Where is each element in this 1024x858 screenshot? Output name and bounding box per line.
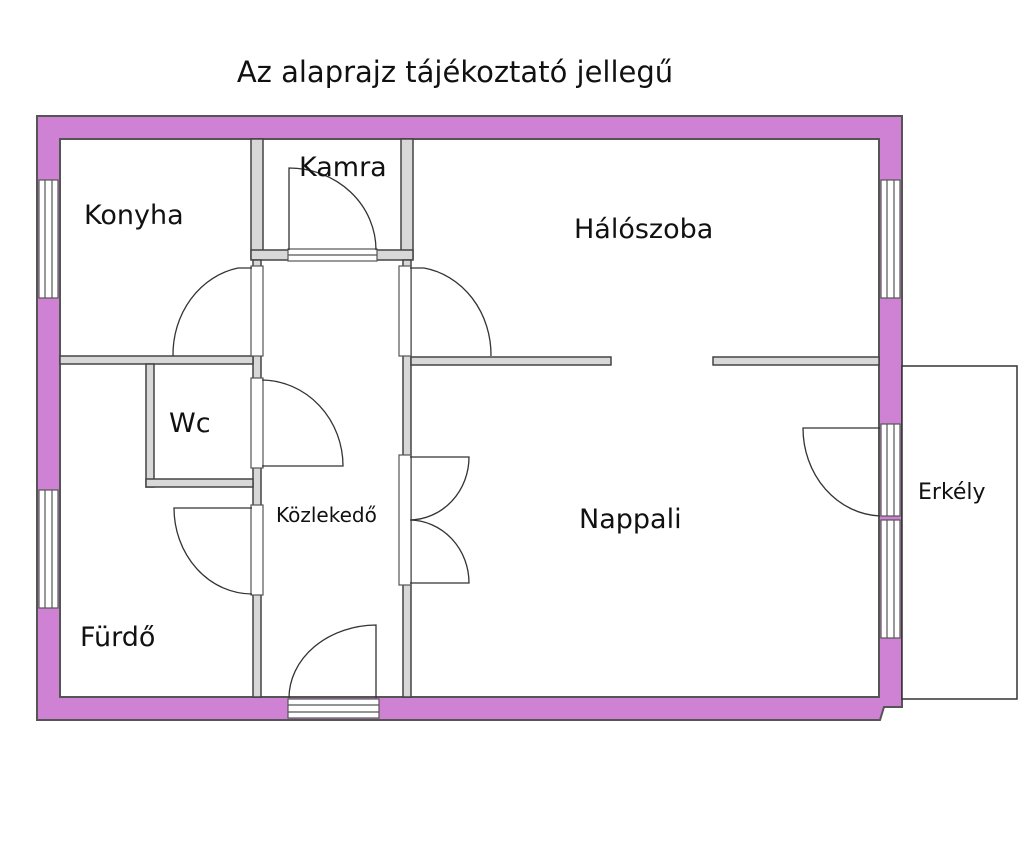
exterior-wall-ring	[36, 115, 903, 721]
door-swings	[172, 167, 881, 699]
exterior-walls	[36, 115, 903, 721]
window-furdo	[38, 489, 59, 609]
windows	[38, 179, 901, 719]
room-label-kamra: Kamra	[299, 152, 387, 183]
window-konyha	[38, 179, 59, 299]
plan-caption: Az alaprajz tájékoztató jellegű	[236, 55, 674, 89]
door-frame-haloszoba	[398, 265, 412, 357]
door-swing-kamra	[288, 167, 377, 251]
door-frame-konyha	[250, 265, 264, 357]
bedroom-living-wall-left	[410, 356, 612, 366]
window-haloszoba	[880, 179, 901, 299]
door-swing-wc	[261, 379, 344, 467]
balcony-outline	[901, 365, 1018, 700]
kamra-right-wall	[400, 138, 414, 260]
door-frame-wc	[250, 377, 264, 469]
bedroom-living-wall-right	[712, 356, 880, 366]
room-label-kozlekedo: Közlekedő	[276, 503, 377, 527]
door-swing-nappali	[409, 456, 470, 584]
door-frames	[250, 265, 412, 596]
wc-left-wall	[145, 363, 155, 488]
door-swing-erkely	[802, 427, 881, 517]
room-labels: Konyha Kamra Hálószoba Wc Közlekedő Napp…	[80, 152, 986, 653]
door-swing-furdo	[173, 507, 253, 595]
room-label-konyha: Konyha	[84, 200, 184, 231]
door-frame-nappali	[398, 454, 412, 586]
door-swing-haloszoba	[410, 267, 492, 357]
kamra-left-wall	[250, 138, 264, 260]
door-swing-konyha	[172, 267, 252, 357]
room-label-nappali: Nappali	[579, 504, 682, 535]
wc-bottom-wall	[145, 478, 254, 488]
room-label-haloszoba: Hálószoba	[574, 214, 713, 245]
room-label-wc: Wc	[169, 408, 211, 439]
door-swing-bejarat	[288, 624, 377, 699]
door-frame-furdo	[250, 504, 264, 596]
kamra-door-frame	[287, 248, 378, 262]
entrance-frame	[287, 698, 380, 719]
window-nappali	[880, 519, 901, 639]
room-label-furdo: Fürdő	[80, 622, 155, 653]
balcony-door-frame	[880, 423, 901, 517]
room-label-erkely: Erkély	[918, 480, 986, 505]
kitchen-bath-wall	[59, 355, 254, 365]
